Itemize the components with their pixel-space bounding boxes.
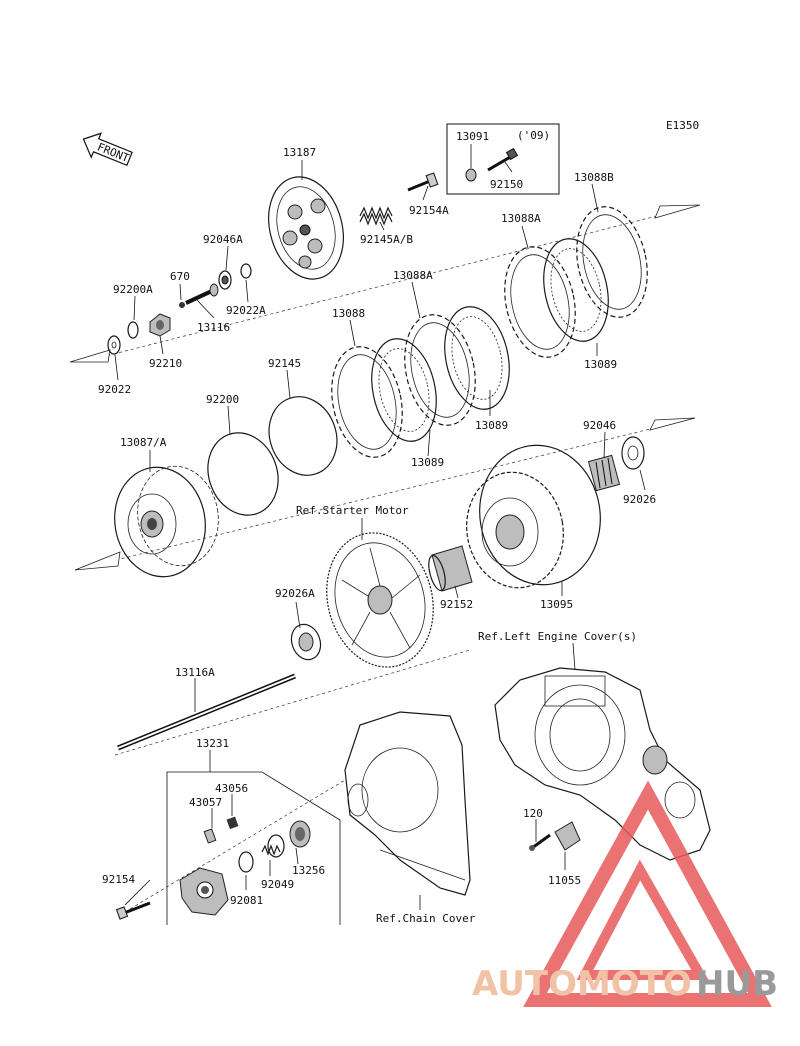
part-label: 13089 bbox=[584, 358, 617, 371]
steel-plate-13089-3 bbox=[543, 238, 609, 342]
part-label: 13187 bbox=[283, 146, 316, 159]
sleeve-92152 bbox=[428, 545, 473, 592]
part-label: 92154A bbox=[409, 204, 449, 217]
bolt-92154 bbox=[115, 901, 151, 920]
washer-92046A bbox=[218, 270, 232, 290]
part-label: 13231 bbox=[196, 737, 229, 750]
leader-lines bbox=[114, 144, 646, 910]
bolt-120 bbox=[529, 833, 551, 851]
friction-plate-13088B bbox=[576, 206, 648, 318]
part-label: 92081 bbox=[230, 894, 263, 907]
left-engine-cover bbox=[494, 667, 711, 861]
part-label: 92200 bbox=[206, 393, 239, 406]
part-label: 13095 bbox=[540, 598, 573, 611]
nut-92210 bbox=[149, 313, 171, 337]
spring-92145AB bbox=[359, 206, 393, 226]
cap-43056 bbox=[226, 816, 239, 830]
washer-92026A bbox=[290, 623, 322, 661]
oring-92200 bbox=[207, 432, 279, 516]
part-label: 13256 bbox=[292, 864, 325, 877]
ref-starter-motor: Ref.Starter Motor bbox=[296, 504, 409, 517]
part-labels: 13091 92150 13187 92154A 92145A/B 13088B… bbox=[98, 130, 656, 907]
seal-13256 bbox=[267, 834, 285, 858]
friction-plate-13088 bbox=[331, 346, 403, 458]
inset-box-13231 bbox=[166, 771, 341, 925]
automotohub-logo-icon bbox=[523, 780, 772, 1007]
washer-92022A bbox=[240, 263, 252, 279]
bearing-92046 bbox=[587, 454, 621, 492]
part-label: 11055 bbox=[548, 874, 581, 887]
brand-prefix: AUTOMOTO bbox=[472, 964, 692, 1004]
part-label: 13091 bbox=[456, 130, 489, 143]
spring-92049 bbox=[261, 844, 281, 856]
part-label: 92145A/B bbox=[360, 233, 413, 246]
part-label: 92022A bbox=[226, 304, 266, 317]
part-label: 13116A bbox=[175, 666, 215, 679]
part-label: 13088A bbox=[393, 269, 433, 282]
clutch-hub-13087A bbox=[114, 465, 219, 578]
seal-92081 bbox=[238, 851, 254, 873]
part-label: 92046A bbox=[203, 233, 243, 246]
part-label: 670 bbox=[170, 270, 190, 283]
pushrod-13116A bbox=[117, 673, 296, 751]
ball-670 bbox=[179, 302, 185, 308]
part-label: 92022 bbox=[98, 383, 131, 396]
chain-cover bbox=[344, 711, 471, 896]
part-label: 13088 bbox=[332, 307, 365, 320]
washer-92026 bbox=[621, 436, 645, 470]
cap-11055 bbox=[554, 821, 581, 851]
year-note: ('09) bbox=[517, 129, 550, 142]
part-label: 43057 bbox=[189, 796, 222, 809]
steel-plate-13089-1 bbox=[371, 338, 437, 442]
part-label: 92046 bbox=[583, 419, 616, 432]
assembly-axes bbox=[69, 204, 701, 913]
washer-92200A bbox=[127, 321, 139, 339]
part-label: 92154 bbox=[102, 873, 135, 886]
part-label: 13089 bbox=[475, 419, 508, 432]
inset-box-13091: ('09) bbox=[446, 123, 560, 195]
bleeder-43057 bbox=[203, 828, 217, 844]
steel-plate-13089-2 bbox=[444, 306, 510, 410]
brand-suffix: HUB bbox=[696, 964, 778, 1004]
pressure-plate-13187 bbox=[268, 176, 344, 280]
oring-92145 bbox=[268, 396, 338, 476]
bolt-92154A bbox=[407, 172, 439, 192]
pushrod-13116 bbox=[185, 283, 219, 305]
part-label: 13088A bbox=[501, 212, 541, 225]
part-label: 92210 bbox=[149, 357, 182, 370]
piston bbox=[289, 820, 311, 848]
friction-plate-13088A-2 bbox=[504, 246, 576, 358]
part-label: 92026 bbox=[623, 493, 656, 506]
part-label: 13089 bbox=[411, 456, 444, 469]
part-label: 92049 bbox=[261, 878, 294, 891]
friction-plate-13088A-1 bbox=[404, 314, 476, 426]
ref-chain-cover: Ref.Chain Cover bbox=[376, 912, 476, 925]
part-label: 43056 bbox=[215, 782, 248, 795]
part-label: 92150 bbox=[490, 178, 523, 191]
part-label: 13087/A bbox=[120, 436, 167, 449]
ref-left-engine-cover: Ref.Left Engine Cover(s) bbox=[478, 630, 637, 643]
part-label: 120 bbox=[523, 807, 543, 820]
starter-gear bbox=[326, 532, 434, 668]
part-label: 13116 bbox=[197, 321, 230, 334]
release-cylinder-13231 bbox=[179, 867, 229, 916]
part-label: 13088B bbox=[574, 171, 614, 184]
part-label: 92200A bbox=[113, 283, 153, 296]
part-label: 92145 bbox=[268, 357, 301, 370]
washer-92022 bbox=[107, 335, 121, 355]
part-label: 92026A bbox=[275, 587, 315, 600]
part-label: 92152 bbox=[440, 598, 473, 611]
clutch-housing-13095 bbox=[466, 444, 601, 589]
front-arrow-icon: FRONT bbox=[82, 132, 133, 167]
diagram-code: E1350 bbox=[666, 119, 699, 132]
